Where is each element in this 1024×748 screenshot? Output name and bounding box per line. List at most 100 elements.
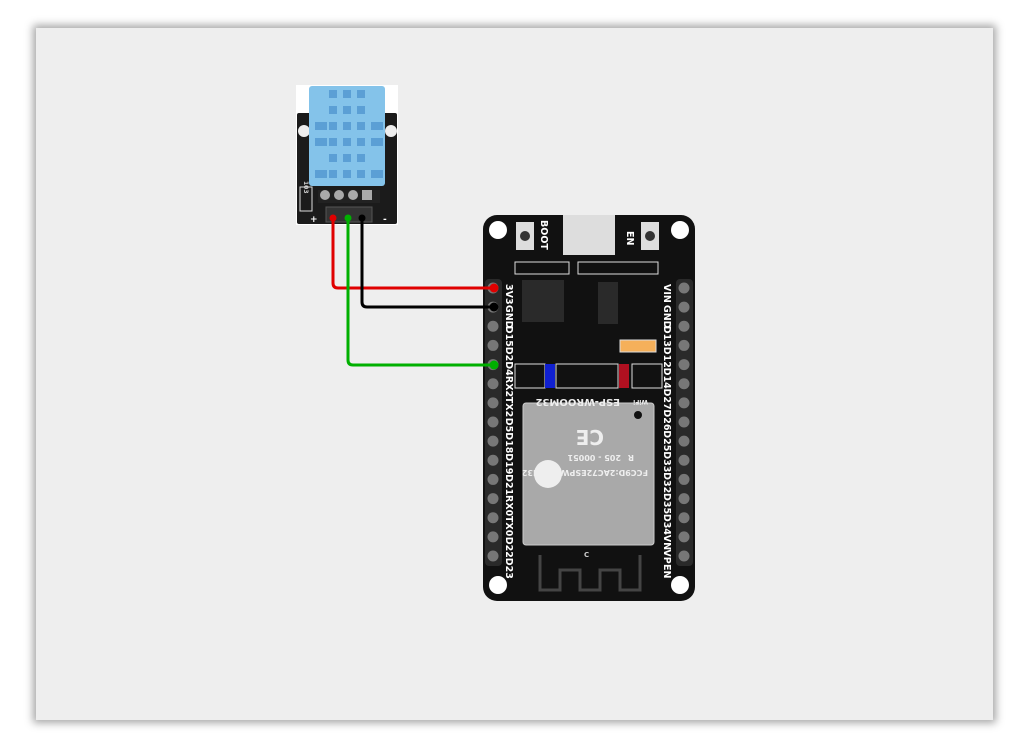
pin-d18[interactable] <box>487 435 499 447</box>
grille-slot <box>343 154 351 162</box>
pin-tx0[interactable] <box>487 512 499 524</box>
pin-label: D4 <box>503 361 514 376</box>
pin-label: D5 <box>503 418 514 433</box>
usb-port <box>563 215 615 255</box>
grille-slot <box>329 138 337 146</box>
grille-slot <box>329 122 337 130</box>
pin-label: D25 <box>661 430 672 451</box>
pin-label: RX0 <box>503 495 514 517</box>
pin-label: D23 <box>503 558 514 579</box>
boot-label: BOOT <box>538 220 549 250</box>
pin-label: EN <box>661 564 672 578</box>
pin-label: VP <box>661 549 672 563</box>
pin-d21[interactable] <box>487 473 499 485</box>
minus-label: - <box>383 215 387 225</box>
grille-slot <box>315 138 327 146</box>
pin-d19[interactable] <box>487 454 499 466</box>
pin-label: D14 <box>661 368 672 389</box>
pin-label: D34 <box>661 514 672 535</box>
grille-slot <box>371 122 383 130</box>
wire-endpoint <box>489 360 499 370</box>
grille-slot <box>357 122 365 130</box>
wire-gnd[interactable] <box>360 218 494 309</box>
pin-label: TX2 <box>503 397 514 417</box>
dht11-sensor[interactable]: 103 + - <box>296 85 398 225</box>
pin-rx2[interactable] <box>487 378 499 390</box>
pin-vn[interactable] <box>678 512 690 524</box>
pin-label: D26 <box>661 409 672 430</box>
pin-label: D35 <box>661 493 672 514</box>
espressif-logo <box>534 460 562 488</box>
pin-d34[interactable] <box>678 493 690 505</box>
pin-label: TX0 <box>503 516 514 537</box>
wire-endpoint <box>358 214 366 222</box>
en-label: EN <box>624 231 635 245</box>
pin-en[interactable] <box>678 550 690 562</box>
wifi-logo: WiFi <box>633 398 648 405</box>
grille-slot <box>371 138 383 146</box>
pin-d15[interactable] <box>487 320 499 332</box>
grille-slot <box>329 106 337 114</box>
grille-slot <box>357 106 365 114</box>
grille-slot <box>329 154 337 162</box>
pin-label: D13 <box>661 326 672 347</box>
pin-label: D21 <box>503 474 514 495</box>
pin-d14[interactable] <box>678 359 690 371</box>
grille-slot <box>343 138 351 146</box>
pin-d22[interactable] <box>487 531 499 543</box>
pin-d12[interactable] <box>678 339 690 351</box>
pin-label: VIN <box>661 284 672 303</box>
wire-endpoint <box>329 214 337 222</box>
esp-wroom32-module <box>522 402 655 546</box>
esp32-board[interactable]: BOOT EN FCC9D:2AC72ESPWROOM32 205 - 0005… <box>483 215 695 601</box>
pin-label: D32 <box>661 472 672 493</box>
grille-slot <box>329 90 337 98</box>
grille-slot <box>343 106 351 114</box>
pin-d5[interactable] <box>487 416 499 428</box>
pin-d27[interactable] <box>678 378 690 390</box>
pin-gnd[interactable] <box>678 301 690 313</box>
pin-label: D27 <box>661 389 672 410</box>
fcc-id-text: FCC9D:2AC72ESPWROOM32 <box>522 468 648 477</box>
pcb-antenna <box>538 555 642 592</box>
usb-uart-chip <box>522 280 564 322</box>
pin-vin[interactable] <box>678 282 690 294</box>
pin-label: D22 <box>503 537 514 558</box>
wire-3v3[interactable] <box>331 218 494 290</box>
resistor-label: 103 <box>302 181 309 194</box>
grille-slot <box>357 154 365 162</box>
pin-label: GND <box>661 305 672 329</box>
pin-d2[interactable] <box>487 339 499 351</box>
grille-slot <box>343 170 351 178</box>
pin-label: D15 <box>503 326 514 347</box>
pin-rx0[interactable] <box>487 493 499 505</box>
grille-slot <box>315 122 327 130</box>
pin-label: D33 <box>661 451 672 472</box>
pin-d35[interactable] <box>678 473 690 485</box>
c-mark: C <box>584 551 589 559</box>
pin-label: D19 <box>503 453 514 474</box>
wire-d4[interactable] <box>346 218 494 367</box>
pin-label: D12 <box>661 347 672 368</box>
grille-slot <box>357 138 365 146</box>
pin-d25[interactable] <box>678 416 690 428</box>
pin-d26[interactable] <box>678 397 690 409</box>
pin-d33[interactable] <box>678 435 690 447</box>
r-mark: R <box>628 453 634 462</box>
pin-vp[interactable] <box>678 531 690 543</box>
pin-d23[interactable] <box>487 550 499 562</box>
grille-slot <box>371 170 383 178</box>
grille-slot <box>343 122 351 130</box>
pin-label: D18 <box>503 432 514 453</box>
wire-endpoint <box>489 283 499 293</box>
pin-label: RX2 <box>503 376 514 397</box>
pin-label: GND <box>503 305 514 329</box>
wire-endpoint <box>344 214 352 222</box>
grille-slot <box>357 170 365 178</box>
pin-d32[interactable] <box>678 454 690 466</box>
pin-label: 3V3 <box>503 284 514 305</box>
pin-d13[interactable] <box>678 320 690 332</box>
pin-tx2[interactable] <box>487 397 499 409</box>
cert-text: 205 - 00051 <box>567 453 621 462</box>
